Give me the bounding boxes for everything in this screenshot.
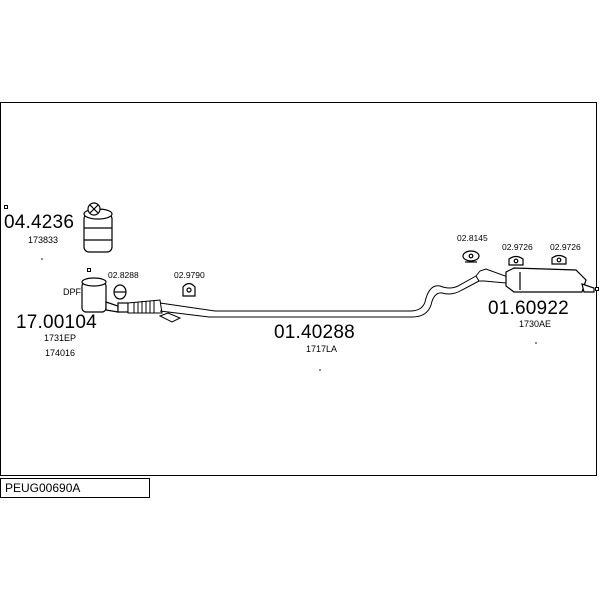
clamp-drawing	[113, 284, 127, 300]
part-number-dpf[interactable]: 17.00104	[16, 312, 97, 333]
ref-middle-pipe: 1717LA	[306, 344, 338, 354]
marker-square-right	[595, 287, 599, 291]
part-number-mount-2[interactable]: 02.8145	[457, 233, 488, 243]
ref-rear-silencer: 1730AE	[519, 319, 552, 329]
mount-drawing-4	[551, 254, 567, 265]
marker-square-left	[4, 205, 8, 209]
mount-drawing-2	[462, 250, 480, 263]
part-number-rear-silencer[interactable]: 01.60922	[488, 298, 569, 319]
rear-silencer-drawing	[505, 267, 595, 293]
flex-pipe-drawing	[127, 299, 163, 314]
ref-dpf-1: 1731EP	[44, 333, 77, 343]
part-number-mount-4[interactable]: 02.9726	[550, 242, 581, 252]
dpf-drawing	[81, 277, 129, 313]
mount-drawing-3	[508, 255, 524, 266]
mount-drawing-1	[182, 282, 196, 297]
part-number-mount-1[interactable]: 02.9790	[174, 270, 205, 280]
part-number-mount-3[interactable]: 02.9726	[502, 242, 533, 252]
middle-pipe-drawing	[158, 268, 509, 323]
ref-cat-front: 173833	[28, 235, 59, 245]
reference-ticks	[41, 258, 537, 371]
ref-dpf-2: 174016	[45, 348, 76, 358]
part-number-middle-pipe[interactable]: 01.40288	[274, 322, 355, 343]
marker-square-dpf	[87, 268, 91, 272]
part-number-clamp-1[interactable]: 02.8288	[108, 270, 139, 280]
part-number-cat-front[interactable]: 04.4236	[4, 212, 75, 233]
dpf-label: DPF	[63, 287, 81, 297]
diagram-code-label: PEUG00690A	[0, 478, 150, 498]
catalytic-converter-drawing	[83, 202, 113, 253]
